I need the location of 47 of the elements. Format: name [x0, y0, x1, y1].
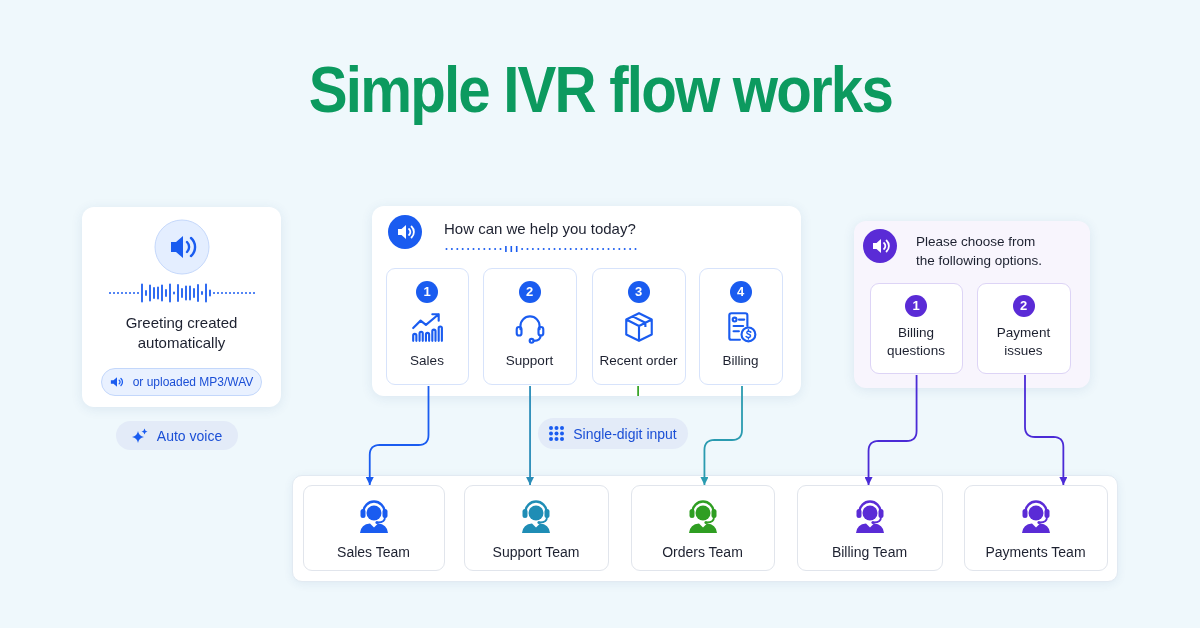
team-card [464, 485, 609, 571]
option-label: Support [504, 352, 555, 370]
arrow [365, 385, 430, 486]
auto-voice-tag [116, 421, 238, 450]
option-label: Recent order [598, 352, 679, 370]
upload-tag [101, 368, 262, 396]
greeting-text: Greeting created automatically [124, 313, 239, 353]
tag-text: Auto voice [156, 427, 223, 444]
option-label: Payment issues [995, 324, 1052, 360]
team-label: Billing Team [830, 543, 909, 561]
team-label: Payments Team [984, 543, 1087, 561]
connector-line [637, 385, 639, 397]
arrow [864, 374, 918, 486]
submenu-prompt-card [854, 221, 1090, 388]
team-label: Support Team [491, 543, 581, 561]
prompt-text: Please choose from the following options. [916, 233, 1044, 270]
arrow [526, 385, 535, 486]
menu-option-card [699, 268, 783, 385]
team-card [303, 485, 445, 571]
menu-option-card [483, 268, 577, 385]
prompt-text: How can we help you today? [444, 220, 636, 238]
teams-panel [292, 475, 1118, 582]
option-label: Billing questions [886, 324, 946, 360]
menu-prompt-card [372, 206, 801, 396]
option-label: Billing [721, 352, 760, 370]
step-number: 2 [1012, 295, 1035, 317]
team-label: Orders Team [661, 543, 744, 561]
arrow [1024, 374, 1068, 486]
step-number: 1 [416, 281, 438, 303]
team-card [631, 485, 775, 571]
menu-option-card [386, 268, 469, 385]
input-tag [538, 418, 688, 449]
step-number: 2 [518, 281, 541, 303]
submenu-option-card [977, 283, 1071, 374]
step-number: 4 [729, 281, 752, 303]
tag-text: Single-digit input [573, 425, 677, 442]
submenu-option-card [870, 283, 963, 374]
step-number: 1 [905, 295, 927, 317]
team-card [797, 485, 943, 571]
option-label: Sales [409, 352, 445, 370]
arrow [700, 385, 743, 486]
team-label: Sales Team [336, 543, 411, 561]
team-card [964, 485, 1108, 571]
step-number: 3 [627, 281, 650, 303]
greeting-card [82, 207, 281, 407]
tag-text: or uploaded MP3/WAV [132, 375, 254, 389]
menu-option-card [592, 268, 686, 385]
